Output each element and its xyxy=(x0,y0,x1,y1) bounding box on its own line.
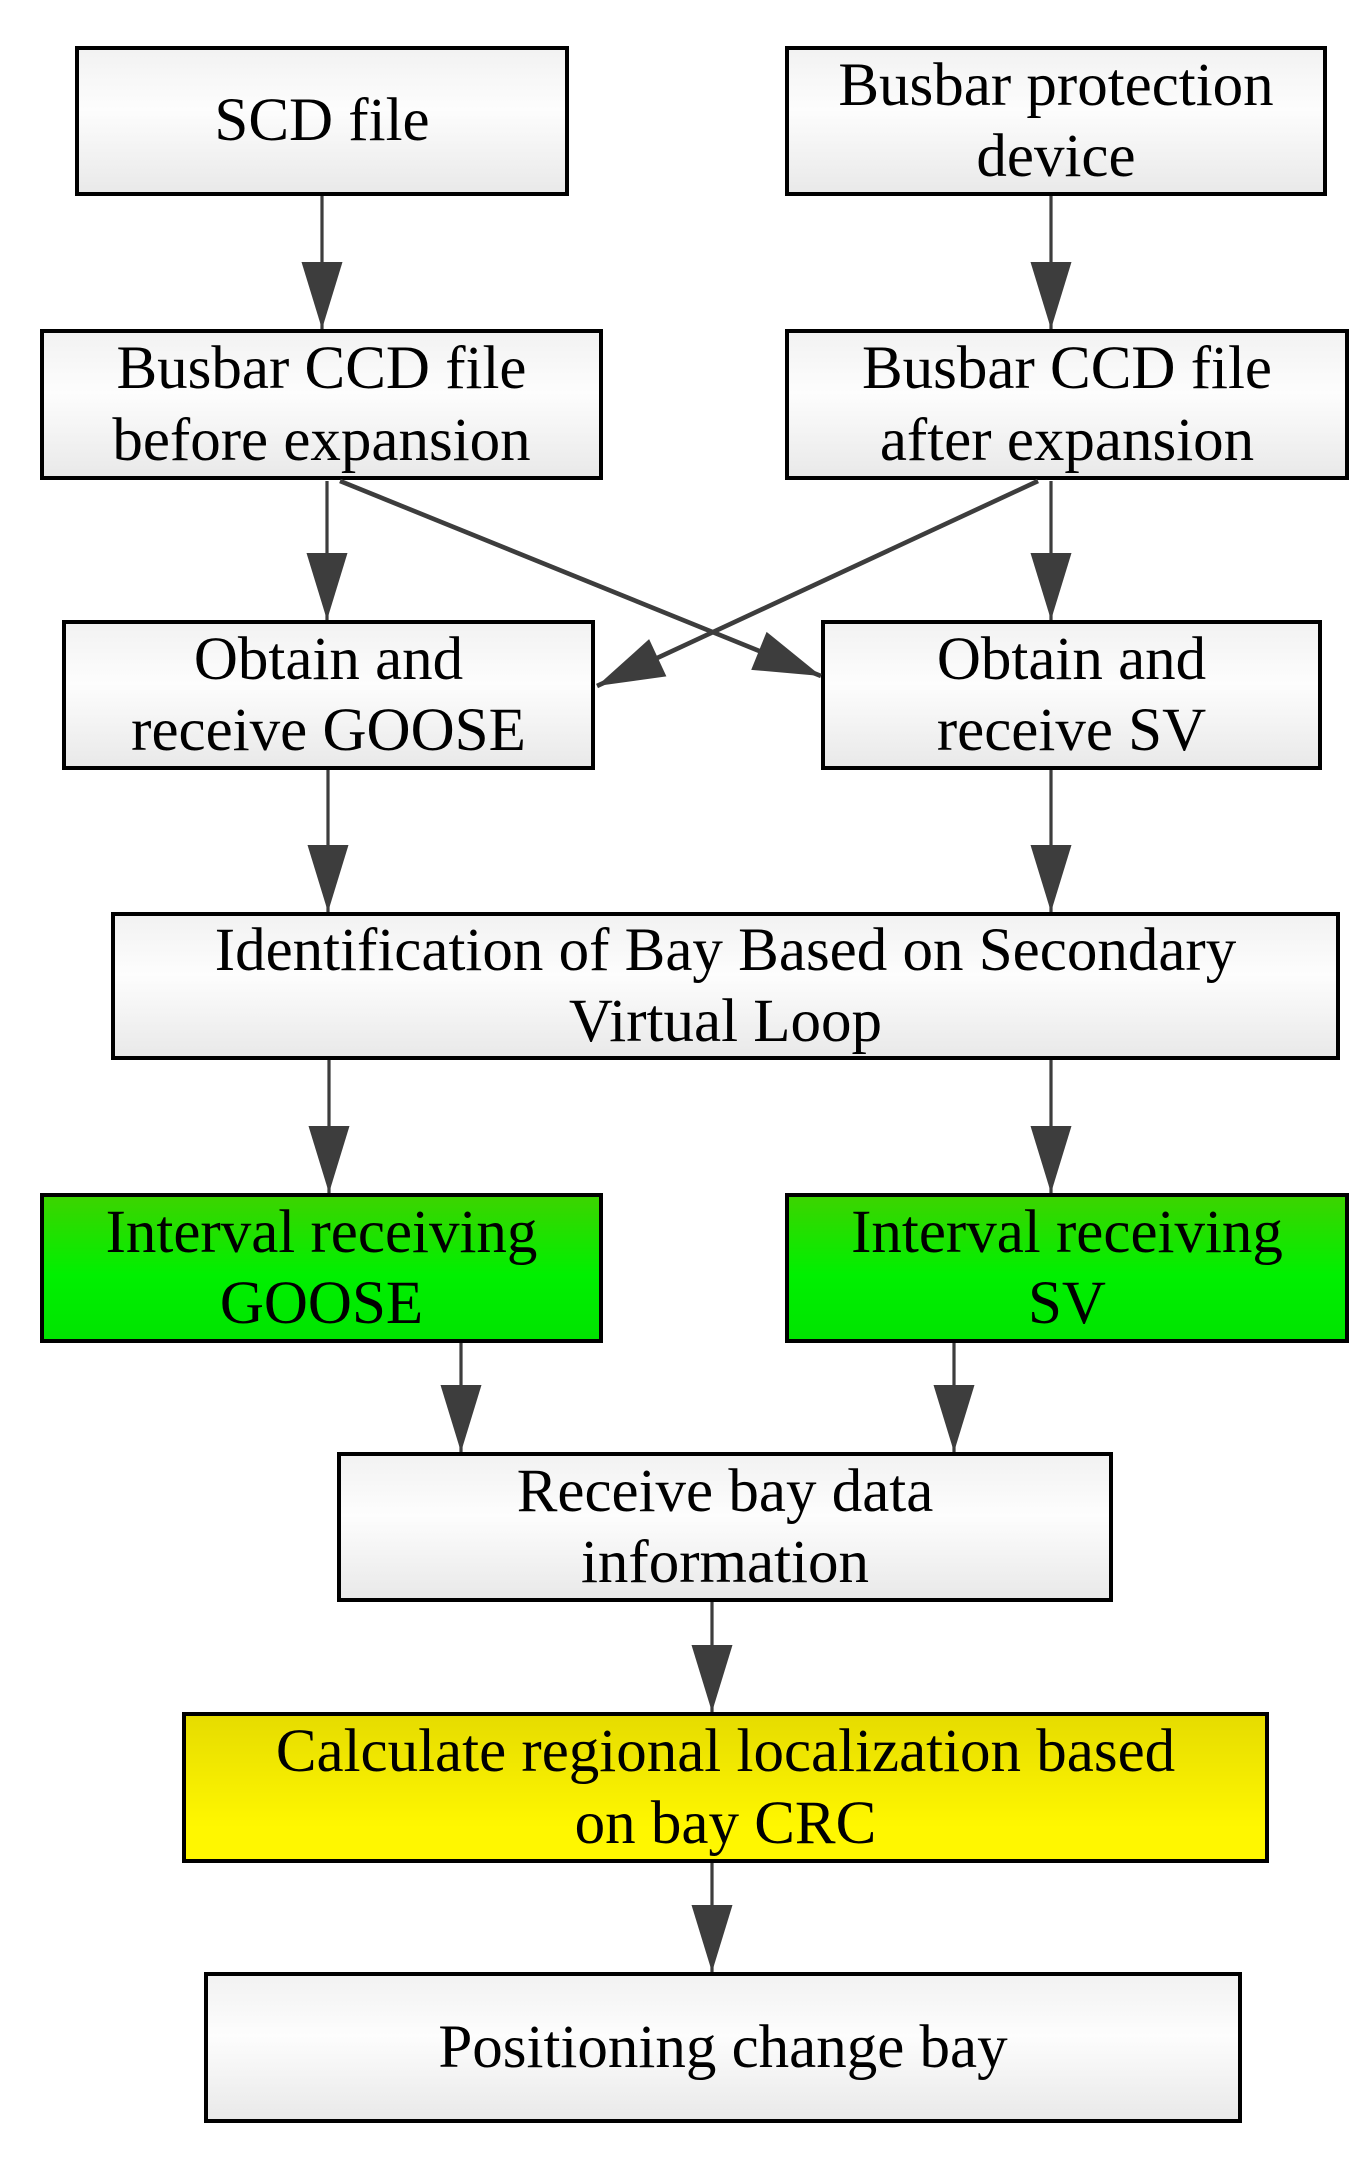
node-label: SCD file xyxy=(214,87,430,155)
node-ccd-after-expansion: Busbar CCD file after expansion xyxy=(785,329,1349,480)
node-receive-bay-data: Receive bay data information xyxy=(337,1452,1113,1602)
node-label: Identification of Bay Based on Secondary… xyxy=(214,916,1237,1055)
node-busbar-protection-device: Busbar protection device xyxy=(785,46,1327,196)
node-interval-receiving-sv: Interval receiving SV xyxy=(785,1193,1349,1343)
node-label: Interval receiving GOOSE xyxy=(105,1198,538,1337)
node-calculate-crc: Calculate regional localization based on… xyxy=(182,1712,1269,1863)
node-positioning-change-bay: Positioning change bay xyxy=(204,1972,1242,2123)
node-interval-receiving-goose: Interval receiving GOOSE xyxy=(40,1193,603,1343)
node-label: Obtain and receive SV xyxy=(936,625,1207,764)
node-label: Busbar CCD file before expansion xyxy=(112,335,531,474)
node-obtain-receive-goose: Obtain and receive GOOSE xyxy=(62,620,595,770)
node-label: Positioning change bay xyxy=(438,2013,1008,2081)
node-obtain-receive-sv: Obtain and receive SV xyxy=(821,620,1322,770)
node-bay-identification: Identification of Bay Based on Secondary… xyxy=(111,912,1340,1060)
node-label: Obtain and receive GOOSE xyxy=(131,625,526,764)
node-label: Busbar protection device xyxy=(838,51,1274,190)
node-label: Receive bay data information xyxy=(516,1457,934,1596)
node-scd-file: SCD file xyxy=(75,46,569,196)
node-ccd-before-expansion: Busbar CCD file before expansion xyxy=(40,329,603,480)
node-label: Busbar CCD file after expansion xyxy=(861,335,1273,474)
node-label: Calculate regional localization based on… xyxy=(275,1718,1176,1857)
node-label: Interval receiving SV xyxy=(851,1198,1283,1337)
